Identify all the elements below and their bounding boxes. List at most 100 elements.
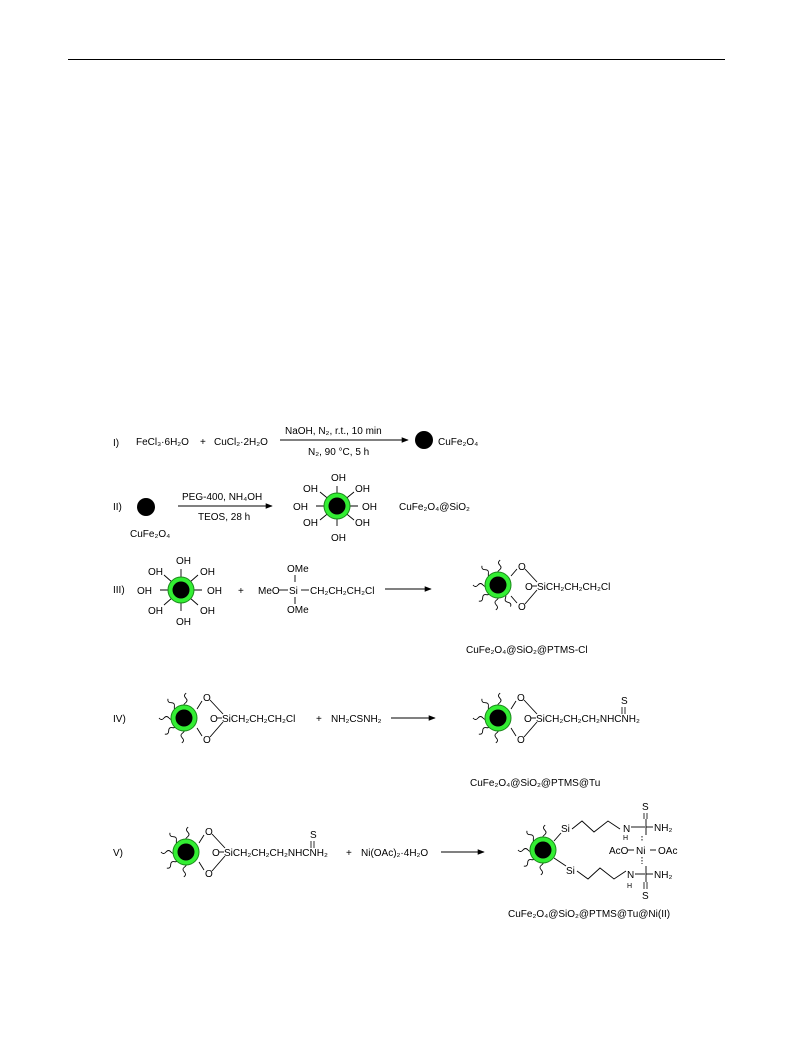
cufe2o4-particle — [415, 431, 433, 449]
sulfur-label: S — [642, 802, 649, 813]
hydroxyl-label: OH — [293, 502, 308, 513]
hydroxyl-label: OH — [355, 484, 370, 495]
step-label: I) — [113, 438, 119, 449]
step-label: II) — [113, 502, 122, 513]
reactant-fecl3: FeCl₃·6H₂O — [136, 437, 189, 448]
step-2: II) CuFe₂O₄ PEG-400, NH₄OH TEOS, 28 h OH… — [113, 473, 470, 544]
propyl-linker — [576, 867, 627, 880]
conditions-top: PEG-400, NH₄OH — [182, 492, 262, 503]
thiourea-chain: SiCH₂CH₂CH₂NHCNH₂ — [536, 714, 640, 725]
hydroxyl-label: OH — [148, 567, 163, 578]
oxygen-label: O — [205, 827, 213, 838]
hydrogen-label: H — [627, 883, 632, 890]
hydroxyl-label: OH — [137, 586, 152, 597]
hydroxyl-label: OH — [207, 586, 222, 597]
cufe2o4-core — [177, 843, 195, 861]
acetate-label: AcO — [609, 846, 629, 857]
step-5: V) O O O SiCH₂CH₂CH₂NHCNH₂ S + Ni(OAc)₂·… — [113, 802, 677, 920]
product-label: CuFe₂O₄@SiO₂@PTMS@Tu@Ni(II) — [508, 909, 670, 920]
silica-coated-particle: OH OH OH OH OH OH OH OH — [137, 556, 222, 628]
hydroxyl-label: OH — [331, 473, 346, 484]
hydroxyl-label: OH — [176, 617, 191, 628]
thiourea-chain: SiCH₂CH₂CH₂NHCNH₂ — [224, 848, 328, 859]
cufe2o4-core — [328, 497, 346, 515]
oxygen-label: O — [518, 562, 526, 573]
plus-sign: + — [238, 586, 244, 597]
propyl-linker — [571, 820, 621, 833]
plus-sign: + — [200, 437, 206, 448]
header-rule — [68, 59, 725, 60]
hydrogen-label: H — [623, 835, 628, 842]
hydroxyl-label: OH — [355, 518, 370, 529]
step-3: III) OH OH OH OH OH OH OH OH + OMe MeO — [113, 556, 610, 656]
amine-label: NH₂ — [654, 870, 672, 881]
oxygen-label: O — [517, 735, 525, 746]
hydroxyl-label: OH — [200, 606, 215, 617]
functionalized-particle: O O O SiCH₂CH₂CH₂Cl — [472, 559, 610, 613]
chloropropyl-chain: CH₂CH₂CH₂Cl — [310, 586, 374, 597]
hydroxyl-label: OH — [362, 502, 377, 513]
oxygen-label: O — [524, 714, 532, 725]
oxygen-label: O — [203, 693, 211, 704]
oxygen-label: O — [210, 714, 218, 725]
cufe2o4-core — [175, 709, 193, 727]
sulfur-label: S — [621, 696, 628, 707]
thiourea-particle: O O O SiCH₂CH₂CH₂NHCNH₂ S — [472, 692, 640, 746]
silicon-label: Si — [566, 866, 575, 877]
functionalized-particle: O O O SiCH₂CH₂CH₂Cl — [158, 692, 295, 746]
nickel-acetate-reagent: Ni(OAc)₂·4H₂O — [361, 848, 428, 859]
step-label: V) — [113, 848, 123, 859]
acetate-label: OAc — [658, 846, 677, 857]
product-label: CuFe₂O₄@SiO₂ — [399, 502, 470, 513]
conditions-bottom: N₂, 90 °C, 5 h — [308, 447, 369, 458]
silicon-label: Si — [289, 586, 298, 597]
product-label: CuFe₂O₄@SiO₂@PTMS@Tu — [470, 778, 600, 789]
silica-coated-particle: OH OH OH OH OH OH OH OH — [293, 473, 377, 544]
hydroxyl-label: OH — [176, 556, 191, 567]
cufe2o4-core — [172, 581, 190, 599]
silane-reagent: OMe MeO Si CH₂CH₂CH₂Cl OMe — [258, 564, 374, 616]
methoxy-label: MeO — [258, 586, 280, 597]
oxygen-label: O — [517, 693, 525, 704]
sulfur-label: S — [310, 830, 317, 841]
hydroxyl-label: OH — [200, 567, 215, 578]
chloropropyl-chain: SiCH₂CH₂CH₂Cl — [222, 714, 295, 725]
cufe2o4-core — [534, 841, 552, 859]
hydroxyl-label: OH — [303, 518, 318, 529]
silicon-label: Si — [561, 824, 570, 835]
hydroxyl-label: OH — [331, 533, 346, 544]
step-label: III) — [113, 585, 125, 596]
nitrogen-label: N — [623, 824, 630, 835]
thiourea-particle: O O O SiCH₂CH₂CH₂NHCNH₂ S — [160, 826, 328, 880]
oxygen-label: O — [212, 848, 220, 859]
hydroxyl-label: OH — [148, 606, 163, 617]
methoxy-label: OMe — [287, 605, 309, 616]
conditions-bottom: TEOS, 28 h — [198, 512, 250, 523]
oxygen-label: O — [203, 735, 211, 746]
conditions-top: NaOH, N₂, r.t., 10 min — [285, 426, 382, 437]
amine-label: NH₂ — [654, 823, 672, 834]
product-label: CuFe₂O₄@SiO₂@PTMS-Cl — [466, 645, 588, 656]
cufe2o4-core — [489, 709, 507, 727]
chloropropyl-chain: SiCH₂CH₂CH₂Cl — [537, 582, 610, 593]
oxygen-label: O — [518, 602, 526, 613]
hydroxyl-label: OH — [303, 484, 318, 495]
plus-sign: + — [316, 714, 322, 725]
product-label: CuFe₂O₄ — [438, 437, 478, 448]
methoxy-label: OMe — [287, 564, 309, 575]
cufe2o4-core — [489, 576, 507, 594]
nitrogen-label: N — [627, 870, 634, 881]
oxygen-label: O — [205, 869, 213, 880]
plus-sign: + — [346, 848, 352, 859]
step-label: IV) — [113, 714, 126, 725]
oxygen-label: O — [525, 582, 533, 593]
cufe2o4-particle — [137, 498, 155, 516]
reactant-cucl2: CuCl₂·2H₂O — [214, 437, 268, 448]
step-1: I) FeCl₃·6H₂O + CuCl₂·2H₂O NaOH, N₂, r.t… — [113, 426, 478, 458]
thiourea-reagent: NH₂CSNH₂ — [331, 714, 382, 725]
nickel-complex-particle: Si N H S NH₂ AcO Ni OAc Si N H — [517, 802, 677, 902]
reactant-name: CuFe₂O₄ — [130, 529, 170, 540]
step-4: IV) O O O SiCH₂CH₂CH₂Cl + NH₂CSNH₂ — [113, 692, 640, 789]
sulfur-label: S — [642, 891, 649, 902]
